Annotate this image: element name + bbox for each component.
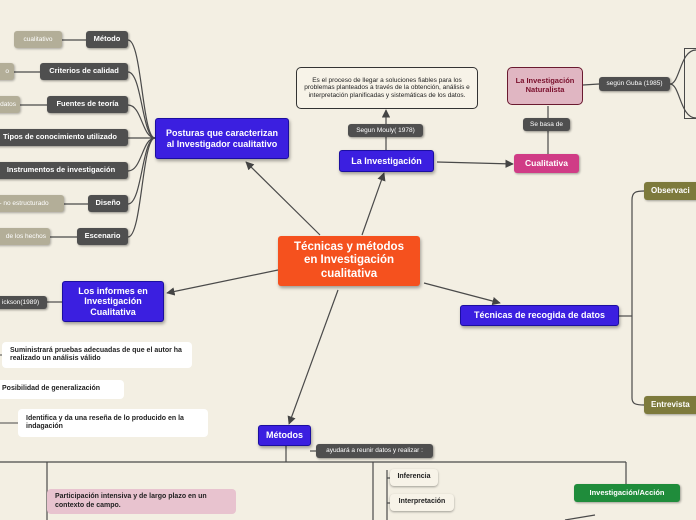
informes-node[interactable]: Los informes en Investigación Cualitativ… (62, 281, 164, 322)
escenario-detail[interactable]: de los hechos (0, 228, 50, 245)
inferencia-node[interactable]: Inferencia (390, 469, 438, 486)
participacion-node[interactable]: Participación intensiva y de largo plazo… (47, 489, 236, 514)
guba-bracket (684, 48, 696, 119)
instrumentos-node[interactable]: Instrumentos de investigación (0, 162, 128, 179)
metodos-node[interactable]: Métodos (258, 425, 311, 446)
escenario-node[interactable]: Escenario (77, 228, 128, 245)
metodo-detail[interactable]: cualitativo (14, 31, 62, 48)
criterios-detail[interactable]: o (0, 63, 14, 80)
informe-item-pruebas[interactable]: Suministrará pruebas adecuadas de que el… (2, 342, 192, 368)
tecnicas-node[interactable]: Técnicas de recogida de datos (460, 305, 619, 326)
se-basa-node[interactable]: Se basa de (523, 118, 570, 131)
la-investigacion-node[interactable]: La Investigación (339, 150, 434, 172)
entrevista-node[interactable]: Entrevista (644, 396, 696, 414)
criterios-node[interactable]: Criterios de calidad (40, 63, 128, 80)
central-topic[interactable]: Técnicas y métodos en Investigación cual… (278, 236, 420, 286)
informe-item-resena[interactable]: Identifica y da una reseña de lo produci… (18, 409, 208, 437)
fuentes-detail[interactable]: datos (0, 96, 20, 113)
metodo-node[interactable]: Método (86, 31, 128, 48)
segun-guba-node[interactable]: según Guba (1985) (599, 77, 670, 91)
diseno-node[interactable]: Diseño (88, 195, 128, 212)
informe-item-generalizacion[interactable]: Posibilidad de generalización (0, 380, 124, 399)
interpretacion-node[interactable]: Interpretación (390, 494, 454, 511)
erickson-node[interactable]: ickson(1989) (0, 296, 47, 309)
fuentes-node[interactable]: Fuentes de teoría (47, 96, 128, 113)
diseno-detail[interactable]: - no estructurado (0, 195, 64, 212)
investigacion-accion-node[interactable]: Investigación/Acción (574, 484, 680, 502)
definition-box[interactable]: Es el proceso de llegar a soluciones fia… (296, 67, 478, 109)
tipos-node[interactable]: Tipos de conocimiento utilizado (0, 129, 128, 146)
segun-mouly-node[interactable]: Segun Mouly( 1978) (348, 124, 423, 137)
naturalista-node[interactable]: La Investigación Naturalista (507, 67, 583, 105)
posturas-node[interactable]: Posturas que caracterizan al Investigado… (155, 118, 289, 159)
cualitativa-node[interactable]: Cualitativa (514, 154, 579, 173)
observacion-node[interactable]: Observaci (644, 182, 696, 200)
ayudara-node[interactable]: ayudará a reunir datos y realizar : (316, 444, 433, 458)
